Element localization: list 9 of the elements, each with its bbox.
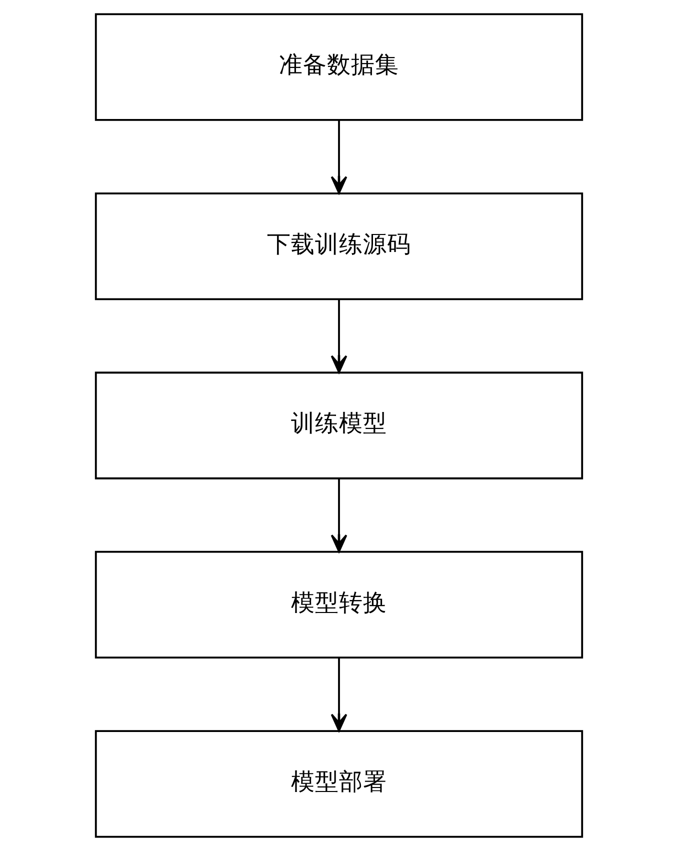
node-box: 下载训练源码 (94, 192, 584, 300)
node-box: 训练模型 (94, 372, 584, 480)
arrow (330, 478, 348, 552)
node-box: 准备数据集 (94, 13, 584, 121)
arrow (330, 120, 348, 194)
node-box: 模型部署 (94, 730, 584, 838)
node-box: 模型转换 (94, 550, 584, 659)
arrow (330, 299, 348, 374)
arrow (330, 658, 348, 732)
